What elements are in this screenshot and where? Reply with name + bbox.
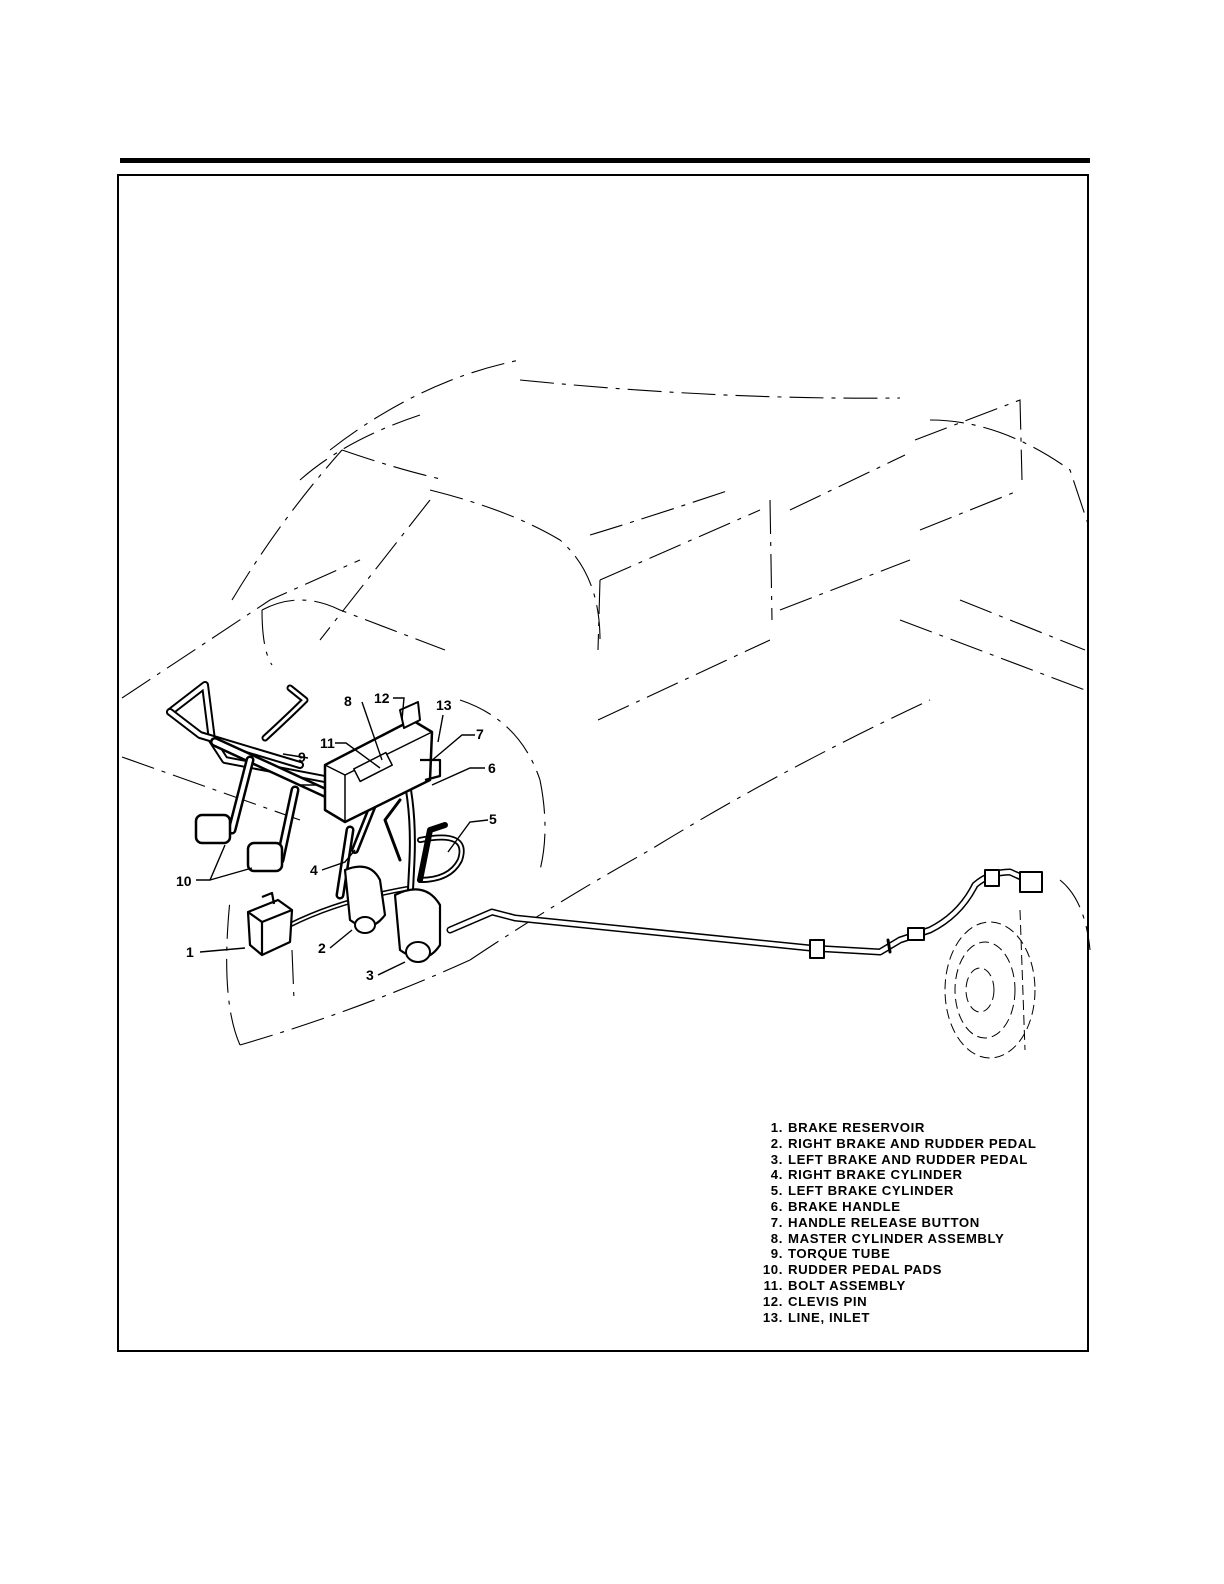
legend-item: 4. RIGHT BRAKE CYLINDER	[752, 1167, 1082, 1183]
callout-8: 8	[344, 693, 352, 709]
legend-item: 13. LINE, INLET	[752, 1310, 1082, 1326]
legend-number: 4.	[770, 1167, 783, 1183]
legend-item: 1. BRAKE RESERVOIR	[752, 1120, 1082, 1136]
callout-12: 12	[374, 690, 390, 706]
callout-1: 1	[186, 944, 194, 960]
legend-number: 3.	[770, 1151, 783, 1167]
legend-label: CLEVIS PIN	[788, 1293, 868, 1309]
legend-item: 7. HANDLE RELEASE BUTTON	[752, 1215, 1082, 1231]
legend-number: 2.	[770, 1135, 783, 1151]
legend-label: BOLT ASSEMBLY	[788, 1277, 906, 1293]
legend-label: MASTER CYLINDER ASSEMBLY	[788, 1230, 1005, 1246]
legend-label: BRAKE RESERVOIR	[788, 1120, 925, 1135]
callout-9: 9	[298, 749, 306, 765]
legend-label: RIGHT BRAKE CYLINDER	[788, 1167, 963, 1183]
callout-4: 4	[310, 862, 318, 878]
legend-label: LEFT BRAKE CYLINDER	[788, 1183, 954, 1199]
legend-number: 6.	[770, 1198, 783, 1214]
legend-item: 2. RIGHT BRAKE AND RUDDER PEDAL	[752, 1136, 1082, 1152]
legend-label: RUDDER PEDAL PADS	[788, 1262, 943, 1278]
callout-6: 6	[488, 760, 496, 776]
torque-tube-assembly	[166, 681, 448, 963]
legend-number: 1.	[770, 1120, 783, 1135]
legend-number: 7.	[770, 1214, 783, 1230]
legend-item: 9. TORQUE TUBE	[752, 1246, 1082, 1262]
legend-number: 11.	[763, 1277, 783, 1293]
brake-lines	[287, 736, 1043, 959]
legend-item: 6. BRAKE HANDLE	[752, 1199, 1082, 1215]
legend-label: LINE, INLET	[788, 1309, 871, 1325]
callout-5: 5	[489, 811, 497, 827]
legend-item: 10. RUDDER PEDAL PADS	[752, 1262, 1082, 1278]
legend-item: 5. LEFT BRAKE CYLINDER	[752, 1183, 1082, 1199]
legend-number: 10.	[762, 1262, 783, 1278]
main-wheel-phantom	[944, 909, 1036, 1059]
legend-item: 11. BOLT ASSEMBLY	[752, 1278, 1082, 1294]
legend-item: 12. CLEVIS PIN	[752, 1294, 1082, 1310]
legend-number: 12.	[762, 1293, 783, 1309]
legend-label: TORQUE TUBE	[788, 1246, 891, 1262]
legend-label: LEFT BRAKE AND RUDDER PEDAL	[788, 1151, 1028, 1167]
legend-number: 9.	[770, 1246, 783, 1262]
callout-13: 13	[436, 697, 452, 713]
parts-legend: 1. BRAKE RESERVOIR 2. RIGHT BRAKE AND RUDD…	[752, 1120, 1082, 1325]
callout-labels: 1 2 3 4 5 6 7 8 9 10 11 12 13	[176, 690, 497, 983]
legend-number: 13.	[762, 1309, 783, 1325]
legend-number: 8.	[770, 1230, 783, 1246]
callout-10: 10	[176, 873, 192, 889]
callout-leaders	[196, 697, 489, 976]
master-cylinder-assembly	[323, 701, 442, 824]
legend-item: 3. LEFT BRAKE AND RUDDER PEDAL	[752, 1152, 1082, 1168]
legend-item: 8. MASTER CYLINDER ASSEMBLY	[752, 1231, 1082, 1247]
brake-reservoir	[246, 891, 294, 957]
callout-11: 11	[320, 735, 335, 751]
header-rule	[120, 158, 1090, 163]
legend-number: 5.	[770, 1183, 783, 1199]
figure-frame	[117, 174, 1089, 1352]
callout-7: 7	[476, 726, 484, 742]
legend-label: HANDLE RELEASE BUTTON	[788, 1214, 980, 1230]
legend-label: BRAKE HANDLE	[788, 1198, 901, 1214]
callout-2: 2	[318, 940, 326, 956]
legend-label: RIGHT BRAKE AND RUDDER PEDAL	[788, 1135, 1037, 1151]
callout-3: 3	[366, 967, 374, 983]
